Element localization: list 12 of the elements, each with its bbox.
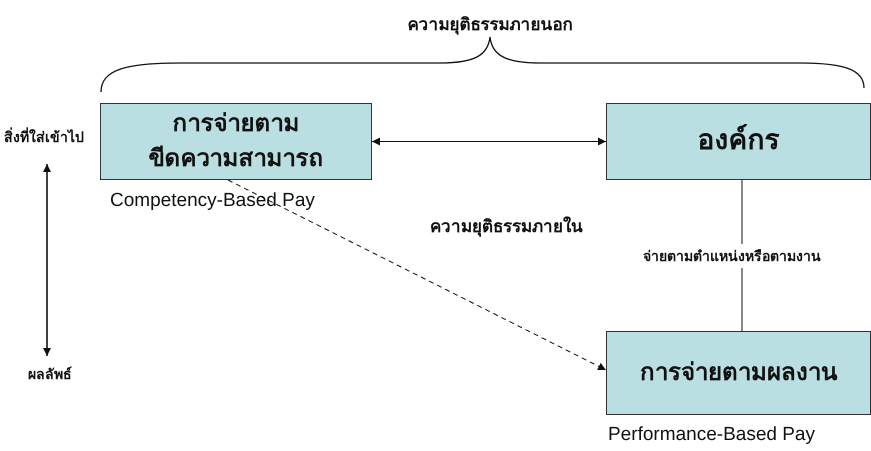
process-box: การจ่ายตามขีดความสามารถ — [100, 103, 372, 180]
brace-label: ความยุติธรรมภายนอก — [408, 14, 572, 37]
arrow — [372, 138, 606, 146]
section-label: ความยุติธรรมภายใน — [430, 215, 583, 239]
node-label: Competency-Based Pay — [110, 190, 315, 212]
node-label: Performance-Based Pay — [608, 424, 815, 446]
process-box: องค์กร — [606, 103, 871, 180]
axis-label: สิ่งที่ใส่เข้าไป — [4, 126, 84, 148]
arrow — [228, 180, 606, 370]
axis-label: ผลลัพธ์ — [28, 363, 72, 385]
process-box: การจ่ายตามผลงาน — [606, 331, 871, 415]
arrow — [43, 164, 51, 356]
